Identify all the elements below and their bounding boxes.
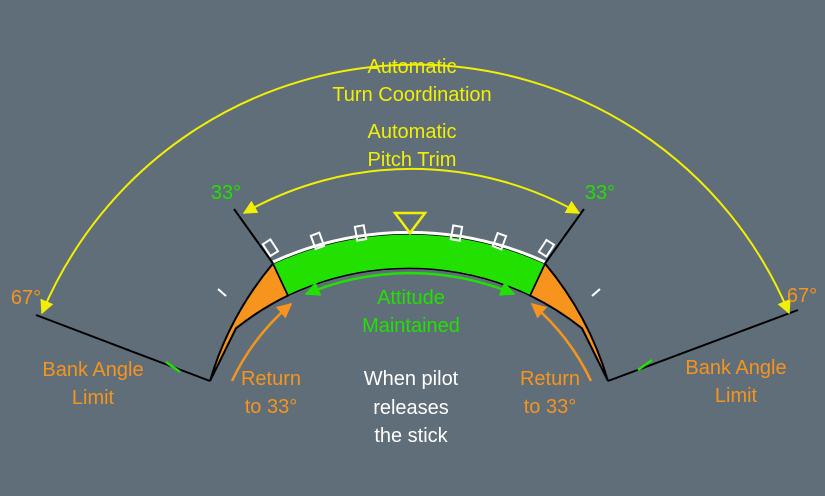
turn-coordination-label-line1: Automatic [368, 56, 457, 78]
angle-67-right-label: 67° [787, 285, 817, 307]
pitch-trim-label-line2: Pitch Trim [368, 149, 457, 171]
pitch-trim-label-line1: Automatic [368, 121, 457, 143]
return-right-arrow [530, 303, 593, 382]
pilot-release-line1: When pilot [364, 368, 459, 390]
bank-limit-green-ticks [165, 358, 653, 374]
angle-33-left-label: 33° [211, 182, 241, 204]
attitude-label-line2: Maintained [362, 315, 460, 337]
bank-limit-right-line2: Limit [715, 385, 758, 407]
attitude-label-line1: Attitude [377, 287, 445, 309]
pilot-release-line2: releases [373, 397, 449, 419]
green-attitude-band [271, 233, 547, 297]
angle-67-left-label: 67° [11, 287, 41, 309]
left-orange-band [209, 261, 290, 382]
bank-tick-marks [217, 224, 601, 297]
turn-coordination-label-line2: Turn Coordination [332, 84, 491, 106]
bank-limit-left-line1: Bank Angle [42, 359, 143, 381]
pitch-trim-arrow [242, 167, 581, 214]
return-right-line2: to 33° [524, 396, 576, 418]
sky-pointer-icon [392, 211, 428, 236]
turn-coordination-arrow [40, 63, 791, 315]
bank-limit-right-line1: Bank Angle [685, 357, 786, 379]
return-right-line1: Return [520, 368, 580, 390]
attitude-maintained-arrow [304, 271, 516, 296]
pilot-release-line3: the stick [374, 425, 448, 447]
right-orange-band [528, 261, 609, 382]
return-left-arrow [230, 303, 293, 382]
return-left-line1: Return [241, 368, 301, 390]
angle-33-right-label: 33° [585, 182, 615, 204]
bank-limit-left-line2: Limit [72, 387, 115, 409]
return-left-line2: to 33° [245, 396, 297, 418]
